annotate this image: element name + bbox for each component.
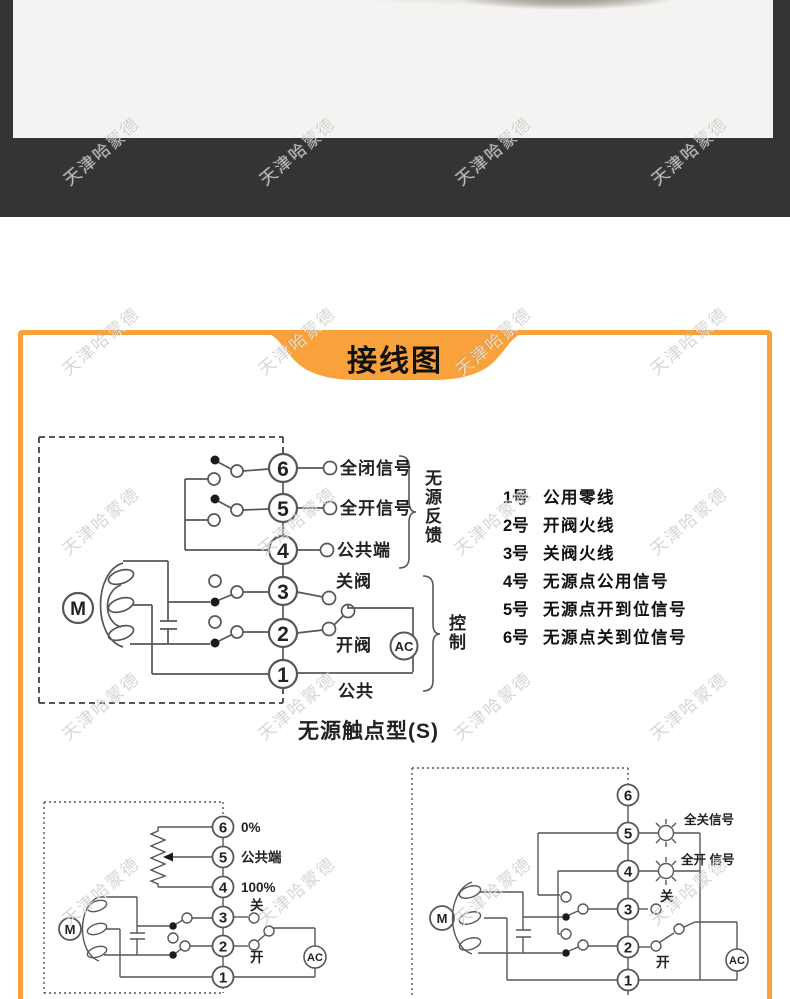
label-control-group: 控制 (449, 613, 466, 652)
lamp-symbol (655, 819, 677, 847)
label-full-close-signal: 全闭信号 (339, 458, 412, 478)
motor-label: M (70, 599, 86, 620)
terminal-number: 6 (219, 820, 227, 837)
label-common-terminal: 公共端 (337, 540, 391, 560)
terminal-number: 1 (277, 664, 289, 687)
legend-item: 1号公用零线 (503, 484, 687, 512)
main-diagram-caption: 无源触点型(S) (298, 719, 439, 743)
label-close-valve: 关阀 (336, 571, 372, 591)
legend-terminal-no: 4号 (503, 573, 529, 591)
label-passive-feedback-group: 无源反馈 (424, 469, 442, 545)
page-title: 接线图 (347, 345, 443, 378)
terminal-number: 3 (277, 581, 289, 604)
terminal-number: 3 (219, 910, 227, 927)
lamp-diagram (411, 767, 749, 998)
label-close: 关 (250, 897, 264, 913)
terminal-block (267, 452, 299, 690)
legend-terminal-desc: 关阀火线 (543, 545, 615, 563)
legend-terminal-desc: 无源点关到位信号 (543, 629, 687, 647)
legend-item: 5号无源点开到位信号 (503, 596, 687, 624)
legend-item: 3号关阀火线 (503, 540, 687, 568)
label-common-terminal: 公共端 (241, 849, 282, 865)
title-tab: 接线图 (257, 330, 533, 380)
legend-terminal-desc: 无源点公用信号 (543, 573, 669, 591)
label-100-percent: 100% (241, 880, 276, 895)
ac-power-label: AC (307, 952, 323, 964)
label-close: 关 (660, 888, 674, 904)
terminal-number: 1 (219, 970, 227, 987)
title-tab-shape (257, 330, 533, 380)
legend-item: 2号开阀火线 (503, 512, 687, 540)
legend-terminal-desc: 公用零线 (543, 489, 615, 507)
legend-terminal-desc: 无源点开到位信号 (543, 601, 687, 619)
product-photo-shadow (453, 0, 678, 10)
legend-terminal-no: 6号 (503, 629, 529, 647)
ac-power-label: AC (395, 639, 414, 654)
label-common: 公共 (338, 682, 374, 701)
label-full-close-signal: 全关信号 (683, 812, 734, 827)
motor-winding (99, 562, 135, 648)
label-open: 开 (250, 950, 264, 965)
motor-label: M (65, 922, 76, 937)
motor-symbol (61, 591, 95, 625)
terminal-number: 2 (219, 939, 227, 956)
lamp-symbol (655, 857, 677, 885)
terminal-number: 4 (219, 880, 228, 897)
label-full-open-signal: 全开信号 (339, 498, 412, 518)
legend-terminal-desc: 开阀火线 (543, 517, 615, 535)
wiring-diagram-panel (18, 330, 772, 999)
label-full-open-signal: 全开 信号 (680, 852, 734, 867)
terminal-number: 5 (624, 826, 632, 843)
terminal-number: 5 (219, 850, 227, 867)
terminal-number: 4 (277, 540, 289, 563)
legend-terminal-no: 3号 (503, 545, 529, 563)
legend-terminal-no: 2号 (503, 517, 529, 535)
label-0-percent: 0% (241, 820, 261, 835)
terminal-legend: 1号公用零线 2号开阀火线 3号关阀火线 4号无源点公用信号 5号无源点开到位信… (503, 484, 687, 652)
motor-label: M (437, 911, 448, 926)
main-diagram (38, 436, 441, 704)
terminal-number: 2 (624, 940, 632, 957)
product-photo-strip (13, 0, 773, 138)
terminal-number: 6 (624, 788, 632, 805)
terminal-number: 6 (277, 458, 289, 481)
terminal-number: 4 (624, 864, 633, 881)
ac-power-label: AC (729, 955, 745, 967)
legend-item: 4号无源点公用信号 (503, 568, 687, 596)
terminal-number: 2 (277, 623, 289, 646)
potentiometer-diagram (43, 801, 327, 994)
terminal-number: 1 (624, 973, 632, 990)
label-open-valve: 开阀 (336, 635, 372, 655)
terminal-number: 3 (624, 902, 632, 919)
legend-terminal-no: 5号 (503, 601, 529, 619)
label-open: 开 (656, 955, 670, 970)
legend-item: 6号无源点关到位信号 (503, 624, 687, 652)
legend-terminal-no: 1号 (503, 489, 529, 507)
terminal-number: 5 (277, 498, 289, 521)
